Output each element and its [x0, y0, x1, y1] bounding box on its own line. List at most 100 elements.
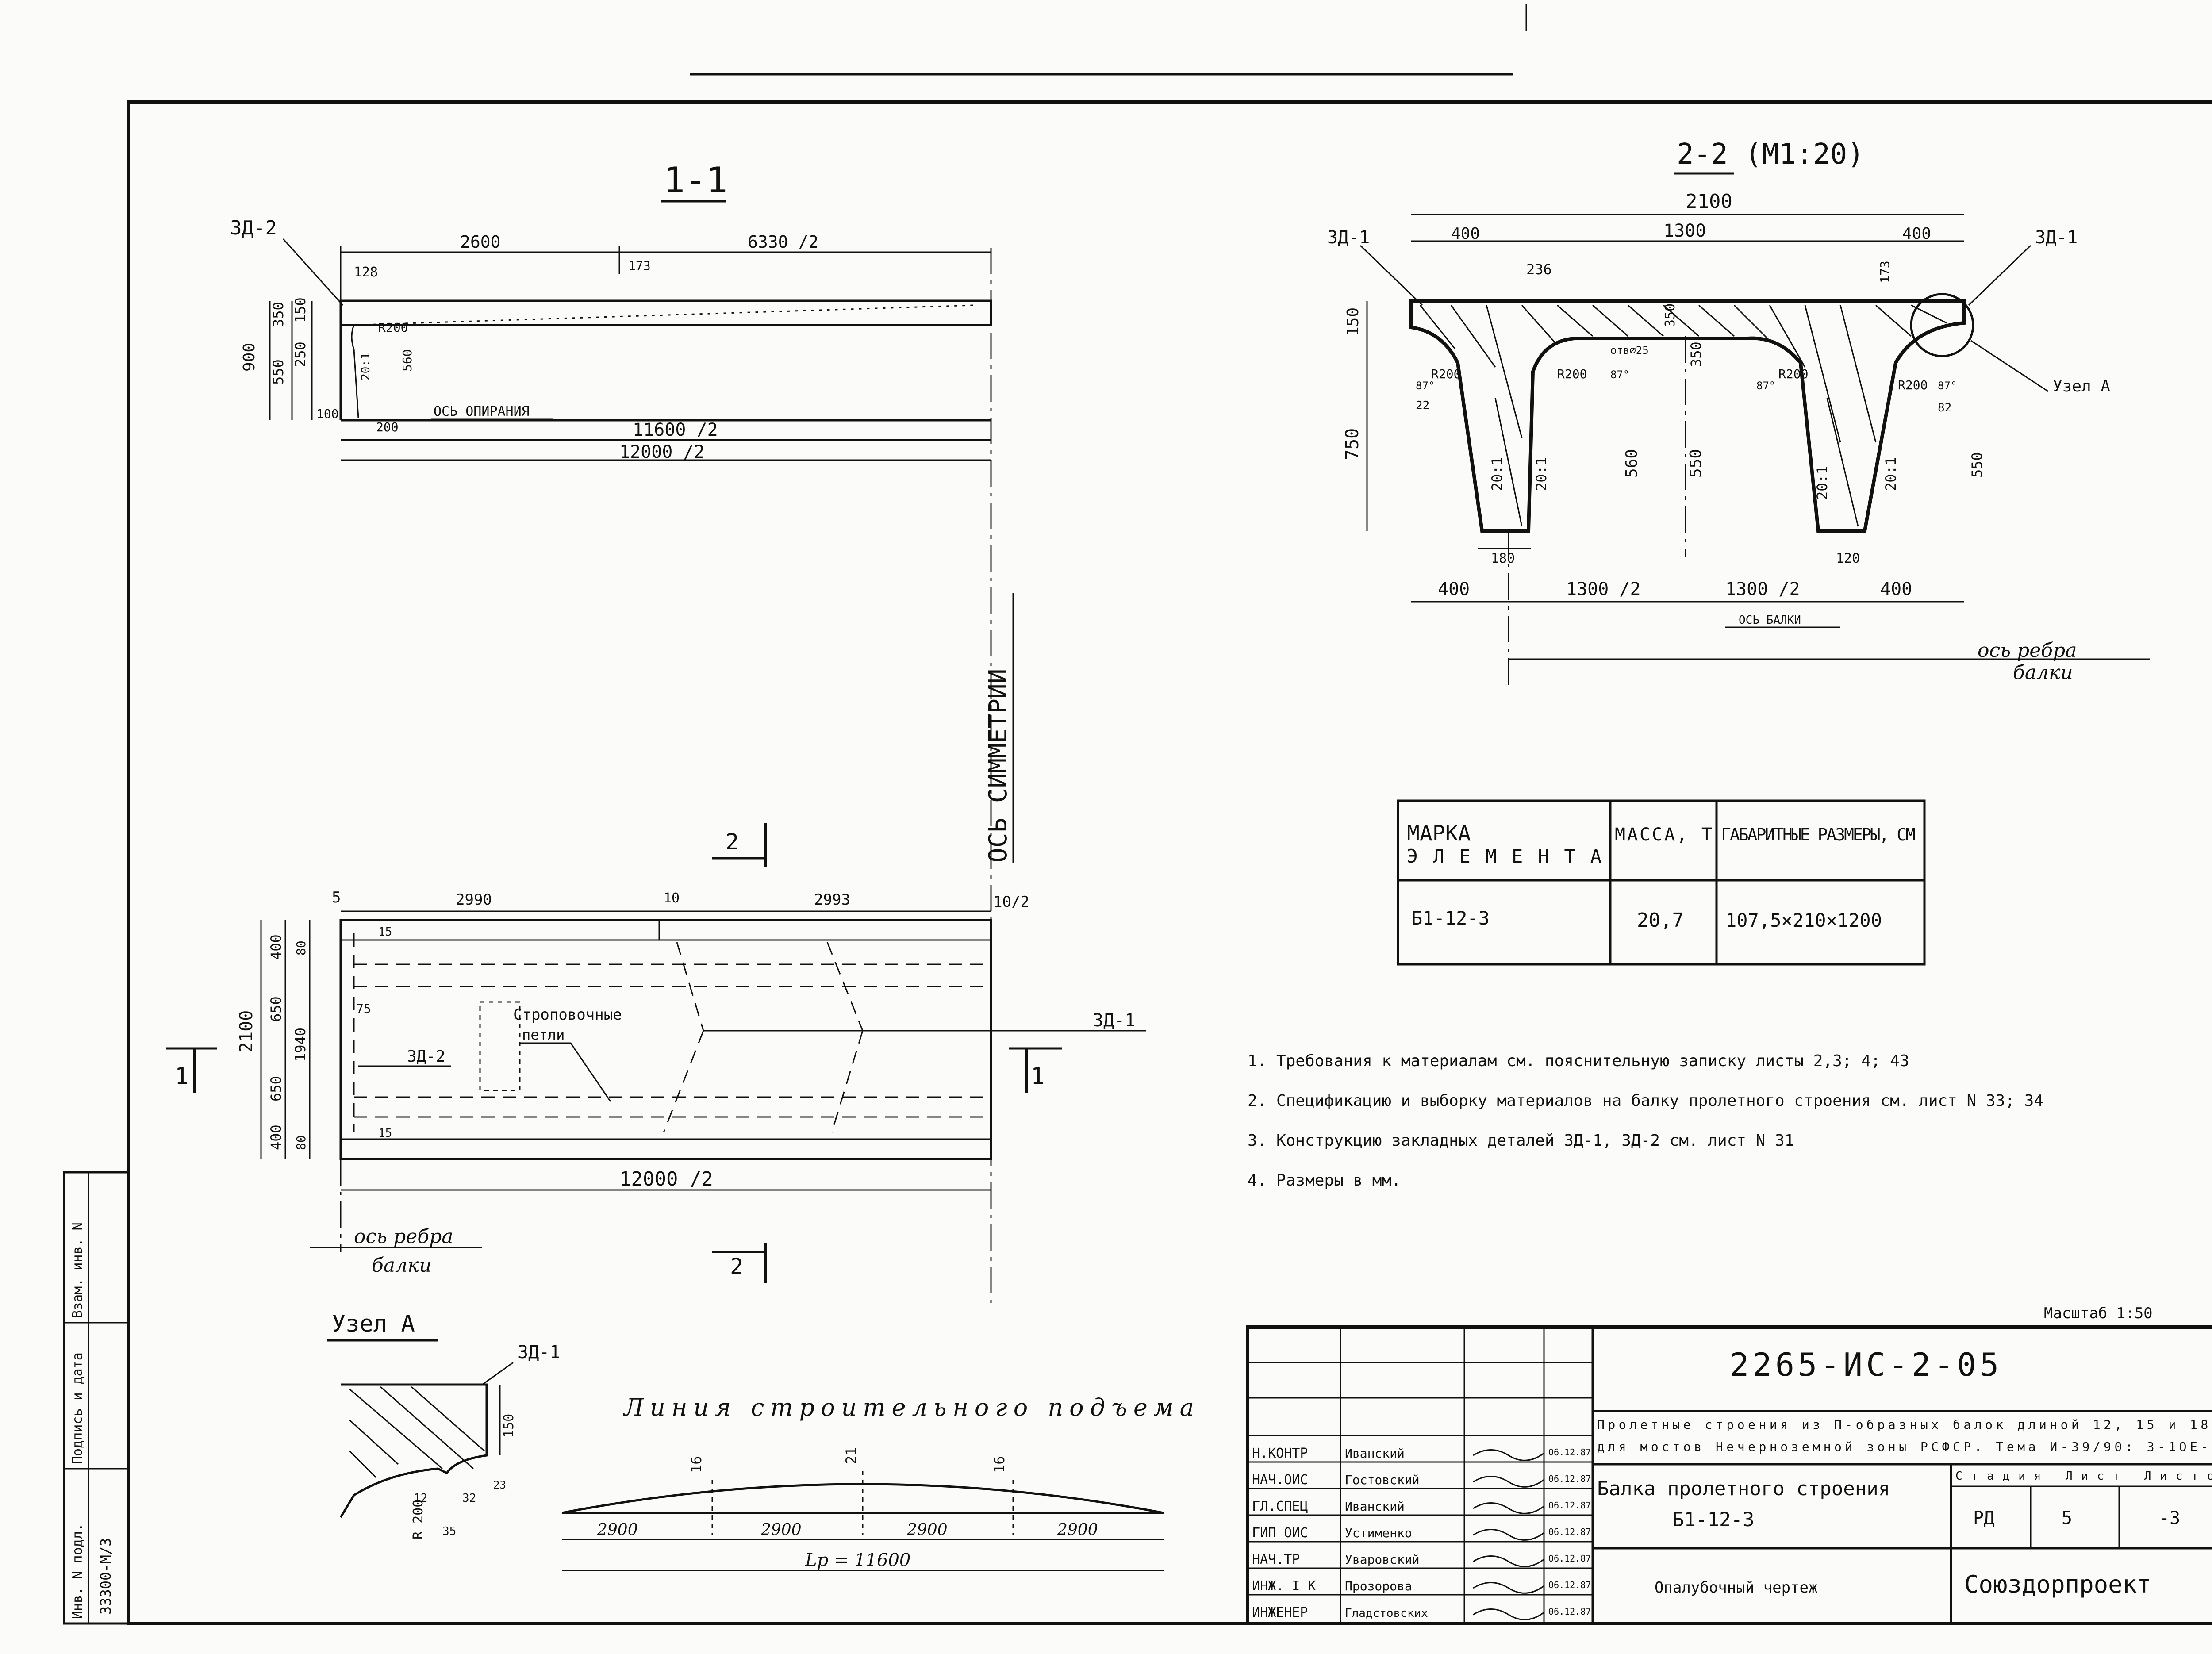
dim-250: 250 — [292, 342, 309, 367]
slope-4: 20:1 — [1882, 457, 1899, 491]
plan-chevron-1a — [676, 942, 704, 1031]
scale-label: Масштаб 1:50 — [2044, 1305, 2153, 1322]
dim-22: 22 — [1416, 399, 1429, 412]
dim-400-r: 400 — [1902, 225, 1931, 243]
dim-b-400-l: 400 — [1438, 579, 1470, 599]
dim-900: 900 — [240, 343, 258, 372]
leader-zd1-left — [1359, 245, 1423, 306]
lifting-loop-pocket — [479, 1001, 521, 1091]
cut-1-right-label: 1 — [1031, 1063, 1045, 1090]
signature-3 — [1473, 1502, 1544, 1514]
ref-zd1-left: ЗД-1 — [1327, 227, 1370, 248]
dim-12000: 12000 /2 — [619, 442, 705, 462]
leader-zd1-right — [1968, 245, 2032, 306]
date-6: 06.12.87 — [1548, 1580, 1591, 1590]
node-a-dim-35: 35 — [442, 1525, 456, 1538]
angle-2: 87° — [1610, 368, 1629, 381]
node-a-detail: Узел А ЗД-1 150 12 32 23 35 R 200 — [327, 1311, 560, 1539]
th-dims: ГАБАРИТНЫЕ РАЗМЕРЫ, СМ — [1721, 825, 1916, 844]
date-1: 06.12.87 — [1548, 1447, 1591, 1458]
angle-3: 87° — [1756, 380, 1775, 392]
plan-rib-axis-2: балки — [372, 1254, 432, 1277]
node-a-ref-leader — [482, 1362, 514, 1385]
camber-span-4: 2900 — [1057, 1521, 1098, 1539]
node-a-title: Узел А — [332, 1311, 415, 1337]
r200-2: R200 — [1557, 367, 1587, 381]
notes: 1. Требования к материалам см. пояснител… — [1248, 1052, 2043, 1190]
dim-inner-350: 350 — [1663, 303, 1678, 327]
camber-mark-2: 21 — [843, 1447, 860, 1464]
r200-3: R200 — [1778, 367, 1808, 381]
dim-6330: 6330 /2 — [748, 232, 818, 252]
date-4: 06.12.87 — [1548, 1527, 1591, 1537]
slope-3: 20:1 — [1814, 466, 1831, 500]
plan-dim-2100: 2100 — [236, 1010, 257, 1053]
rib-axis-label-1: ось ребра — [1978, 639, 2077, 662]
dim-b-1300-l: 1300 /2 — [1566, 579, 1641, 599]
end-curve — [351, 325, 359, 418]
role-2: НАЧ.ОИС — [1252, 1472, 1308, 1488]
angle-4: 87° — [1938, 380, 1957, 392]
rib-axis-label-2: балки — [2013, 661, 2073, 684]
note-4: 4. Размеры в мм. — [1248, 1171, 1401, 1190]
dim-inner-550: 550 — [1687, 449, 1705, 478]
cut-1-left-label: 1 — [175, 1063, 188, 1090]
date-3: 06.12.87 — [1548, 1500, 1591, 1511]
dim-236: 236 — [1526, 261, 1552, 278]
camber-mark-3: 16 — [991, 1456, 1008, 1473]
plan-dim-80-b: 80 — [294, 1135, 308, 1150]
camber-span-1: 2900 — [597, 1521, 638, 1539]
role-1: Н.КОНТР — [1252, 1446, 1308, 1461]
name-5: Уваровский — [1345, 1552, 1420, 1567]
plan-rib-axis-1: ось ребра — [354, 1225, 453, 1248]
pi-section-outline — [1409, 299, 1966, 533]
dim-173: 173 — [628, 258, 651, 273]
plan-dim-2990: 2990 — [456, 891, 492, 909]
title-block: Масштаб 1:50 2265-ИС-2-05 Пролетные стро… — [1246, 1305, 2212, 1625]
element-table: МАРКА ЭЛЕМЕНТА МАССА, Т ГАБАРИТНЫЕ РАЗМЕ… — [1397, 799, 1926, 966]
date-7: 06.12.87 — [1548, 1606, 1591, 1617]
plan-dim-1940: 1940 — [292, 1028, 309, 1062]
stage-header: Стадия Лист Листов — [1955, 1470, 2212, 1483]
angle-1: 87° — [1416, 380, 1435, 392]
name-2: Гостовский — [1345, 1473, 1420, 1487]
beam-axis-label: ОСЬ БАЛКИ — [1739, 614, 1801, 627]
dim-560: 560 — [400, 349, 415, 372]
name-3: Иванский — [1345, 1499, 1405, 1514]
section-hatching — [1419, 304, 1947, 527]
ref-zd1-right: ЗД-1 — [2035, 227, 2078, 248]
plan-dim-75: 75 — [356, 1002, 371, 1016]
r200-label: R200 — [378, 320, 408, 335]
doc-desc-2: для мостов Нечерноземной зоны РСФСР. Тем… — [1597, 1439, 2212, 1454]
date-2: 06.12.87 — [1548, 1474, 1591, 1484]
td-dims: 107,5×210×1200 — [1725, 910, 1882, 931]
note-3: 3. Конструкцию закладных деталей ЗД-1, З… — [1248, 1132, 1794, 1150]
slope-label: 20:1 — [359, 353, 373, 380]
dim-11600: 11600 /2 — [633, 420, 718, 440]
role-3: ГЛ.СПЕЦ — [1252, 1499, 1308, 1514]
dim-400-l: 400 — [1451, 225, 1480, 243]
dim-150: 150 — [1344, 307, 1362, 336]
plan-dim-400-b: 400 — [268, 1124, 284, 1150]
dim-350: 350 — [270, 302, 287, 327]
plan-dim-2993: 2993 — [814, 891, 850, 909]
node-a-dim-12: 12 — [414, 1492, 427, 1505]
camber-title: Линия строительного подъема — [622, 1393, 1200, 1421]
plan-dim-12000: 12000 /2 — [619, 1168, 713, 1190]
sheet-frame — [127, 100, 2212, 1625]
date-5: 06.12.87 — [1548, 1553, 1591, 1564]
plan-dim-650-t: 650 — [268, 996, 284, 1022]
dim-inner-350b: 350 — [1688, 342, 1705, 367]
plan-outline — [339, 919, 992, 1160]
leader-zd2 — [282, 238, 344, 306]
doc-desc-1: Пролетные строения из П-образных балок д… — [1597, 1417, 2212, 1432]
node-a-dim-150: 150 — [501, 1414, 517, 1438]
camber-span-2: 2900 — [760, 1521, 802, 1539]
dim-173: 173 — [1878, 261, 1892, 283]
sheets-value: -3 — [2159, 1508, 2180, 1528]
dim-200: 200 — [376, 420, 399, 434]
dim-100: 100 — [316, 407, 339, 421]
role-6: ИНЖ. I К — [1252, 1578, 1316, 1594]
plan-dim-10: 10 — [664, 890, 680, 906]
